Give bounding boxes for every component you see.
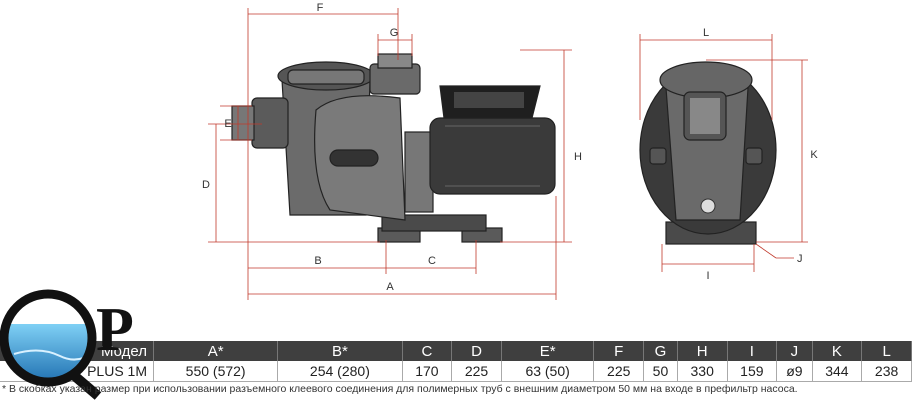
table-header-cell: I: [727, 341, 778, 361]
table-header-cell: B*: [277, 341, 403, 361]
pump-side-view: [231, 53, 556, 243]
table-header-cell: F: [593, 341, 645, 361]
dim-label-g: G: [390, 27, 399, 39]
table-header-cell: L: [861, 341, 912, 361]
logo-text: P: [96, 296, 134, 364]
table-header-cell: J: [776, 341, 813, 361]
table-cell: 159: [727, 361, 778, 382]
dim-label-e: E: [224, 118, 231, 130]
table-cell: 63 (50): [501, 361, 595, 382]
table-header-cell: E*: [501, 341, 595, 361]
table-cell: 330: [677, 361, 728, 382]
dim-label-j: J: [797, 253, 803, 265]
dim-label-l: L: [703, 27, 709, 39]
table-cell: ø9: [776, 361, 813, 382]
table-cell: 550 (572): [153, 361, 279, 382]
qp-logo: P: [0, 289, 134, 400]
table-header-cell: D: [451, 341, 502, 361]
table-cell: 50: [643, 361, 678, 382]
table-header-cell: H: [677, 341, 728, 361]
dim-label-i: I: [706, 270, 709, 282]
dim-label-b: B: [314, 255, 321, 267]
dim-label-f: F: [317, 2, 324, 14]
table-cell: 225: [593, 361, 645, 382]
table-cell: 238: [861, 361, 912, 382]
table-header-cell: A*: [153, 341, 279, 361]
table-cell: 225: [451, 361, 502, 382]
dim-label-a: A: [386, 281, 394, 293]
dim-label-k: K: [810, 149, 818, 161]
dim-label-h: H: [574, 151, 582, 163]
dim-label-d: D: [202, 179, 210, 191]
footnote: * В скобках указан размер при использова…: [2, 383, 798, 395]
table-header-cell: C: [402, 341, 453, 361]
table-cell: 170: [402, 361, 453, 382]
dim-label-c: C: [428, 255, 436, 267]
table-header-cell: G: [643, 341, 678, 361]
table-header-cell: K: [812, 341, 863, 361]
pump-technical-drawing: F G E D H B C A L K I J: [202, 2, 818, 300]
pump-front-view: [639, 61, 777, 245]
table-cell: 254 (280): [277, 361, 403, 382]
dimension-lines: [208, 8, 808, 300]
table-cell: 344: [812, 361, 863, 382]
